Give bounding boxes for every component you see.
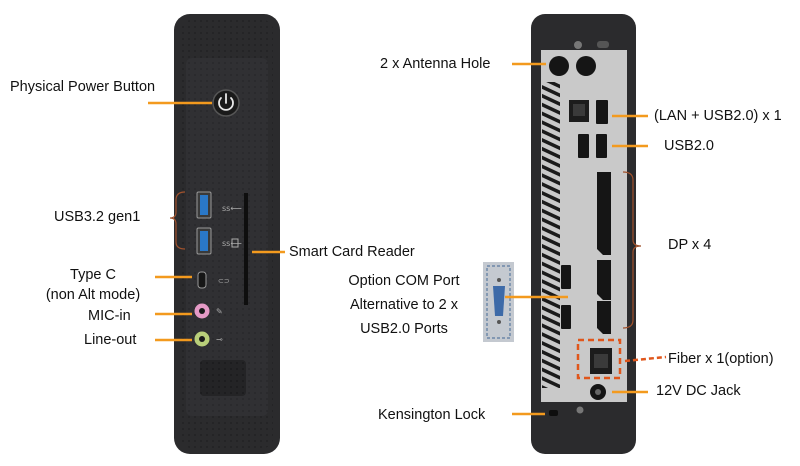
front-chassis (174, 14, 280, 454)
fiber-leader (624, 355, 667, 363)
label-dp: DP x 4 (668, 237, 712, 253)
label-fiber: Fiber x 1(option) (668, 351, 774, 367)
rear-chassis (531, 14, 636, 454)
dc-jack (590, 384, 606, 400)
usb20-port-2 (596, 134, 607, 158)
type-c-port (197, 271, 207, 289)
label-type-c-line1: Type C (70, 267, 116, 283)
label-smart-card: Smart Card Reader (289, 244, 415, 260)
mic-in-jack (194, 303, 210, 319)
usb32-port-1 (196, 191, 212, 219)
label-lan-usb: (LAN + USB2.0) x 1 (654, 108, 782, 124)
svg-text:⊸: ⊸ (216, 335, 223, 344)
usb32-bracket (169, 191, 186, 250)
svg-text:✎: ✎ (216, 307, 223, 316)
label-line-out: Line-out (84, 332, 137, 348)
front-leader-lines (148, 101, 285, 342)
dp-bracket (622, 171, 642, 329)
usb20-port-lan-combo (596, 100, 608, 124)
usb20-port-4 (561, 305, 571, 329)
antenna-hole-1 (549, 56, 569, 76)
usb20-port-1 (578, 134, 589, 158)
rear-leader-lines (505, 62, 648, 416)
sd-card-icon (231, 238, 239, 248)
label-power-button: Physical Power Button (10, 79, 156, 95)
com-port-illustration (483, 262, 514, 342)
label-com-line3: USB2.0 Ports (360, 321, 448, 337)
label-usb20: USB2.0 (664, 138, 714, 154)
line-out-jack (194, 331, 210, 347)
label-dc-jack: 12V DC Jack (656, 383, 741, 399)
label-type-c-line2: (non Alt mode) (45, 287, 141, 303)
usb32-port-2 (196, 227, 212, 255)
label-com-line1: Option COM Port (348, 273, 460, 289)
label-mic-in: MIC-in (88, 308, 131, 324)
smart-card-slot (244, 193, 248, 305)
svg-text:ss⟵: ss⟵ (222, 204, 242, 213)
usb20-port-3 (561, 265, 571, 289)
lan-port (569, 100, 589, 122)
label-usb32: USB3.2 gen1 (54, 209, 141, 225)
power-icon[interactable] (212, 89, 240, 117)
kensington-slot (549, 410, 558, 416)
label-com-line2: Alternative to 2 x (350, 297, 458, 313)
antenna-hole-2 (576, 56, 596, 76)
dp-ports (597, 172, 611, 334)
fiber-port (576, 338, 622, 380)
label-antenna: 2 x Antenna Hole (380, 56, 491, 72)
svg-text:⊂⊃: ⊂⊃ (218, 277, 230, 285)
label-kensington: Kensington Lock (378, 407, 486, 423)
